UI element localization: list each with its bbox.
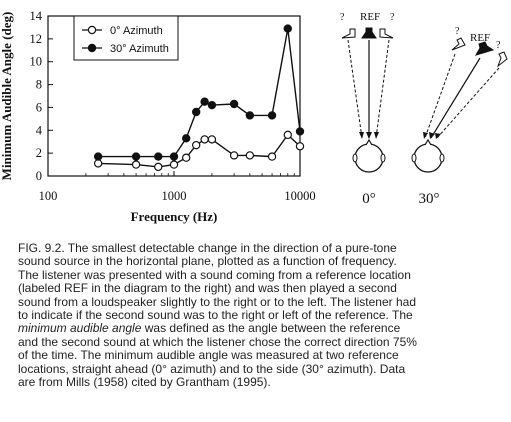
unknown-left-label: ? [340, 12, 345, 23]
data-point-0deg [131, 160, 141, 169]
caption-line: (labeled REF in the diagram to the right… [18, 281, 397, 296]
ear-left-0deg [352, 153, 358, 163]
ref-label-0deg: REF [360, 11, 380, 23]
speaker-left-icon [341, 28, 356, 39]
data-point-0deg [245, 151, 255, 160]
ear-right-30deg [439, 153, 445, 163]
arrowhead-right-0deg [374, 132, 379, 139]
caption-line: The listener was presented with a sound … [18, 267, 411, 282]
unknown-right-30-label: ? [496, 40, 501, 51]
y-tick-label: 10 [30, 55, 43, 69]
legend-label-0deg: 0° Azimuth [110, 25, 163, 37]
data-point-30deg [295, 127, 305, 136]
caption-line: to indicate if the second sound was to t… [18, 308, 413, 323]
y-tick-label: 6 [36, 100, 42, 114]
data-point-0deg [267, 152, 277, 161]
data-point-30deg [93, 152, 103, 161]
x-axis: 100 1000 10000 [39, 171, 316, 203]
data-point-0deg [93, 159, 103, 168]
x-tick-label: 1000 [162, 189, 187, 203]
data-point-30deg [283, 24, 292, 33]
data-point-0deg [283, 130, 292, 140]
x-axis-title: Frequency (Hz) [131, 209, 218, 224]
legend-box [73, 15, 179, 61]
data-point-0deg [200, 135, 209, 144]
series-layer [93, 24, 305, 172]
arrow-right-30deg [436, 67, 500, 139]
unknown-left-30-label: ? [455, 26, 460, 37]
arrowhead-ref-0deg [366, 132, 372, 139]
ref-label-30deg: REF [470, 32, 490, 44]
listener-head-0deg [354, 143, 384, 173]
data-point-0deg [295, 142, 305, 151]
data-point-30deg [245, 111, 255, 120]
legend-marker-30deg [87, 43, 97, 53]
series-line-0deg [98, 133, 301, 168]
speaker-left-30-icon [451, 37, 466, 51]
arrow-left-0deg [347, 39, 363, 139]
legend-label-30deg: 30° Azimuth [110, 43, 169, 55]
arrow-ref-30deg [430, 57, 481, 139]
caption-line: and the second sound at which the listen… [18, 334, 417, 349]
diagram-30deg: ? REF ? 30° [411, 26, 508, 207]
data-point-0deg [191, 140, 201, 150]
caption-line: of the time. The minimum audible angle w… [18, 348, 399, 363]
ear-right-0deg [380, 153, 386, 163]
data-point-30deg [169, 152, 179, 161]
data-point-30deg [229, 99, 239, 109]
data-point-0deg [169, 160, 179, 169]
caption-line: sound from a loudspeaker slightly to the… [18, 294, 417, 309]
nose-0deg [365, 138, 373, 146]
data-point-0deg [229, 151, 239, 160]
data-point-30deg [200, 97, 209, 106]
listener-head-30deg [413, 143, 443, 173]
nose-30deg [424, 138, 432, 146]
data-point-30deg [267, 111, 277, 120]
ear-left-30deg [411, 153, 417, 163]
arrowhead-left-0deg [359, 132, 364, 139]
diagram-0deg: ? REF ? 0° [340, 11, 395, 207]
y-axis: 0 2 4 6 8 10 12 14 [30, 9, 53, 183]
arrowhead-right-30deg [435, 133, 441, 139]
angle-label-30deg: 30° [419, 191, 440, 207]
arrowhead-left-30deg [423, 132, 428, 139]
data-point-0deg [207, 135, 217, 144]
speaker-ref-30-icon [474, 41, 495, 56]
caption-line: was defined as the angle between the ref… [141, 321, 401, 336]
caption-line: locations, straight ahead (0° azimuth) a… [18, 361, 406, 376]
y-tick-label: 12 [30, 32, 43, 46]
arrowhead-ref-30deg [429, 132, 435, 139]
arrow-right-0deg [375, 39, 390, 139]
y-tick-label: 4 [36, 123, 43, 137]
data-point-30deg [131, 152, 141, 161]
caption-line: FIG. 9.2. The smallest detectable change… [18, 241, 397, 255]
speaker-ref-icon [361, 27, 377, 39]
legend-marker-0deg [87, 25, 97, 35]
speaker-right-icon [379, 28, 394, 39]
figure-caption: FIG. 9.2. The smallest detectable change… [18, 241, 498, 390]
y-tick-label: 2 [36, 146, 42, 160]
angle-label-0deg: 0° [362, 191, 376, 207]
data-point-30deg [182, 134, 191, 143]
y-axis-title: Minimum Audible Angle (deg) [0, 12, 14, 181]
unknown-right-label: ? [390, 12, 395, 23]
data-point-0deg [182, 153, 191, 162]
caption-line: are from Mills (1958) cited by Grantham … [18, 375, 271, 390]
y-tick-label: 8 [36, 78, 42, 92]
data-point-30deg [154, 152, 163, 161]
figure-canvas: 0 2 4 6 8 10 12 14 100 1000 10000 Minimum Audible… [0, 9, 508, 224]
caption-term: minimum audible angle [18, 321, 142, 336]
y-tick-label: 0 [36, 169, 42, 183]
data-point-30deg [191, 107, 201, 117]
x-tick-label: 100 [39, 189, 58, 203]
y-tick-label: 14 [30, 9, 43, 23]
arrow-left-30deg [424, 53, 456, 139]
data-point-30deg [207, 100, 217, 110]
speaker-right-30-icon [496, 51, 508, 68]
caption-line: sound source in the horizontal plane, pl… [18, 254, 397, 269]
data-point-0deg [154, 162, 163, 172]
x-tick-label: 10000 [284, 189, 315, 203]
legend: 0° Azimuth 30° Azimuth [73, 15, 179, 61]
